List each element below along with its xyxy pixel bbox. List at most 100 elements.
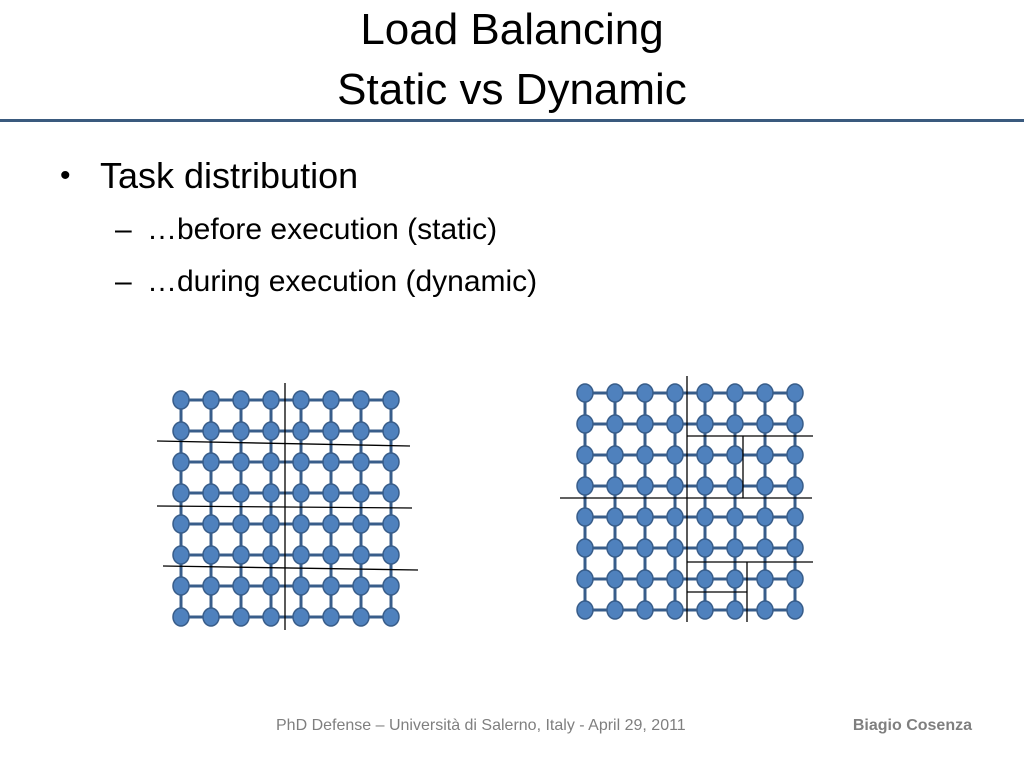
grid-node	[262, 514, 280, 534]
grid-node	[786, 569, 804, 589]
grid-node	[202, 390, 220, 410]
grid-node	[756, 383, 774, 403]
grid-node	[756, 476, 774, 496]
grid-node	[262, 421, 280, 441]
grid-node	[352, 545, 370, 565]
grid-node	[696, 569, 714, 589]
grid-node	[172, 514, 190, 534]
grid-node	[636, 445, 654, 465]
footer-author: Biagio Cosenza	[852, 717, 972, 734]
grid-node	[726, 445, 744, 465]
grid-node	[786, 414, 804, 434]
grid-node	[576, 383, 594, 403]
grid-node	[636, 538, 654, 558]
grid-node	[726, 507, 744, 527]
grid-node	[726, 600, 744, 620]
grid-node	[322, 607, 340, 627]
grid-node	[756, 507, 774, 527]
grid-node	[666, 414, 684, 434]
grid-node	[172, 452, 190, 472]
grid-node	[172, 576, 190, 596]
grid-node	[606, 538, 624, 558]
grid-node	[202, 607, 220, 627]
grid-node	[786, 476, 804, 496]
grid-node	[382, 421, 400, 441]
grid-node	[382, 452, 400, 472]
grid-node	[352, 390, 370, 410]
grid-node	[382, 390, 400, 410]
grid-node	[666, 538, 684, 558]
grid-node	[786, 383, 804, 403]
grid-node	[292, 483, 310, 503]
grid-node	[606, 476, 624, 496]
title-line-2: Static vs Dynamic	[337, 65, 687, 114]
grid-node	[576, 600, 594, 620]
grid-node	[352, 483, 370, 503]
grid-node	[636, 414, 654, 434]
grid-node	[322, 390, 340, 410]
grid-node	[322, 514, 340, 534]
static-partition-grid	[156, 383, 419, 630]
grid-node	[726, 538, 744, 558]
grid-node	[232, 390, 250, 410]
grid-node	[756, 445, 774, 465]
sub-bullet-dynamic: – …during execution (dynamic)	[115, 265, 537, 299]
grid-node	[576, 476, 594, 496]
grid-node	[576, 414, 594, 434]
grid-node	[606, 569, 624, 589]
sub-bullet-static: – …before execution (static)	[115, 213, 537, 247]
grid-node	[292, 545, 310, 565]
grid-node	[576, 569, 594, 589]
grid-node	[576, 445, 594, 465]
grid-node	[262, 483, 280, 503]
grid-node	[352, 421, 370, 441]
grid-node	[606, 383, 624, 403]
grid-node	[202, 452, 220, 472]
grid-node	[696, 600, 714, 620]
grid-node	[382, 483, 400, 503]
grid-node	[756, 600, 774, 620]
bullet-list: • Task distribution – …before execution …	[60, 155, 537, 299]
grid-node	[606, 445, 624, 465]
grid-node	[202, 576, 220, 596]
grid-node	[172, 545, 190, 565]
grid-node	[262, 452, 280, 472]
grid-node	[696, 507, 714, 527]
grid-node	[666, 476, 684, 496]
title-divider	[0, 119, 1024, 122]
grid-node	[666, 507, 684, 527]
grid-node	[666, 383, 684, 403]
grid-node	[786, 600, 804, 620]
grid-node	[292, 390, 310, 410]
bullet-task-distribution: • Task distribution	[60, 155, 537, 197]
grid-node	[636, 569, 654, 589]
grid-node	[786, 507, 804, 527]
footer-event: PhD Defense – Università di Salerno, Ita…	[276, 717, 686, 734]
grid-node	[232, 607, 250, 627]
grid-node	[262, 390, 280, 410]
grid-node	[322, 483, 340, 503]
grid-node	[232, 545, 250, 565]
grid-node	[636, 507, 654, 527]
grid-node	[636, 600, 654, 620]
grid-node	[262, 545, 280, 565]
grid-node	[636, 476, 654, 496]
sub-bullet-dash: –	[115, 213, 132, 246]
grid-node	[172, 421, 190, 441]
grid-node	[232, 576, 250, 596]
grid-node	[202, 514, 220, 534]
grid-node	[202, 483, 220, 503]
grid-node	[292, 576, 310, 596]
grid-node	[322, 576, 340, 596]
grid-node	[606, 600, 624, 620]
grid-node	[292, 514, 310, 534]
grid-node	[202, 545, 220, 565]
grid-node	[726, 383, 744, 403]
grid-node	[696, 538, 714, 558]
grid-node	[382, 514, 400, 534]
grid-node	[262, 576, 280, 596]
grid-node	[666, 569, 684, 589]
slide-title: Load Balancing Static vs Dynamic	[0, 0, 1024, 120]
grid-node	[322, 452, 340, 472]
